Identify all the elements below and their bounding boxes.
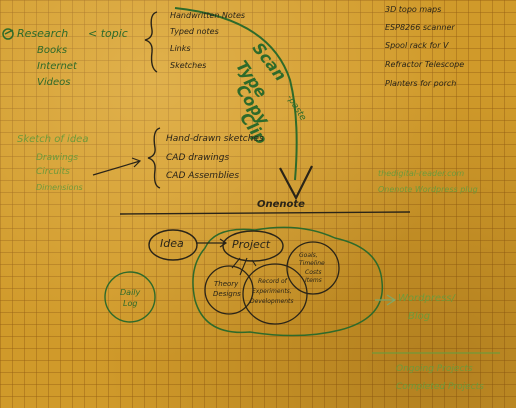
sketch-item-circuits: Circuits <box>36 167 70 177</box>
capture-arrow-head <box>279 165 313 201</box>
sketch-item-drawings: Drawings <box>36 153 79 163</box>
flow-goals-line-2: Timeline <box>299 260 325 267</box>
flow-theory-line-2: Designs <box>213 290 241 298</box>
research-output-handwritten: Handwritten Notes <box>170 11 246 20</box>
site-line-1: thedigital-reader.com <box>378 169 465 178</box>
bullet-swirl <box>2 28 14 40</box>
flow-goals-line-3: Costs <box>305 269 322 276</box>
project-list-item-3: Spool rack for V <box>385 41 449 50</box>
onenote-label: Onenote <box>257 199 305 210</box>
footer-completed: Completed Projects <box>396 382 484 392</box>
project-list-item-5: Planters for porch <box>385 79 457 88</box>
flow-record-line-1: Record of <box>258 278 287 285</box>
onenote-divider <box>119 211 411 215</box>
capture-arrow <box>174 7 298 181</box>
sketch-output-cad-assemblies: CAD Assemblies <box>166 171 240 181</box>
research-output-links: Links <box>170 44 191 53</box>
notebook-cloud <box>192 226 384 337</box>
research-source-videos: Videos <box>37 77 71 88</box>
project-branch-arrows <box>231 257 257 276</box>
research-source-books: Books <box>37 45 68 56</box>
sketch-item-dimensions: Dimensions <box>36 183 83 192</box>
flow-theory-line-1: Theory <box>214 280 239 288</box>
project-list-item-4: Refractor Telescope <box>385 60 465 69</box>
flow-wordpress-line-2: Blog <box>408 311 431 322</box>
wordpress-arrow <box>375 294 397 306</box>
record-bubble <box>242 263 308 325</box>
research-source-internet: Internet <box>37 61 77 72</box>
flow-goals-line-1: Goals, <box>299 252 318 259</box>
site-line-2: Onenote Wordpress plug <box>378 185 478 194</box>
flow-project-label: Project <box>232 238 271 251</box>
sketch-output-hand-drawn: Hand-drawn sketches <box>166 134 264 144</box>
flow-goals-line-4: Items <box>305 277 322 284</box>
goals-bubble <box>286 241 340 295</box>
flow-record-line-3: Developments <box>250 298 294 305</box>
research-brace <box>144 11 158 73</box>
sketch-output-cad-drawings: CAD drawings <box>166 153 230 163</box>
idea-bubble <box>148 229 198 261</box>
research-header: Research <box>17 27 69 40</box>
sketch-brace <box>147 127 161 189</box>
sketch-arrow <box>92 157 142 176</box>
project-list-item-1: 3D topo maps <box>385 5 442 14</box>
daily-log-bubble <box>104 271 156 323</box>
research-topic: < topic <box>88 27 128 40</box>
research-output-typed: Typed notes <box>170 27 219 36</box>
footer-ongoing: Ongoing Projects <box>396 364 473 374</box>
flow-record-line-2: Experiments, <box>252 288 292 295</box>
idea-to-project-arrow <box>197 238 228 248</box>
flow-daily-log-line-2: Log <box>123 299 138 308</box>
bullet-arrow <box>4 29 14 35</box>
flow-wordpress-line-1: Wordpress/ <box>398 293 455 304</box>
research-output-sketches: Sketches <box>170 61 207 70</box>
flow-daily-log-line-1: Daily <box>120 288 141 297</box>
project-list-item-2: ESP8266 scanner <box>385 23 455 32</box>
theory-bubble <box>204 265 254 315</box>
flow-idea-label: Idea <box>160 237 184 250</box>
sketch-header: Sketch of idea <box>17 134 89 145</box>
